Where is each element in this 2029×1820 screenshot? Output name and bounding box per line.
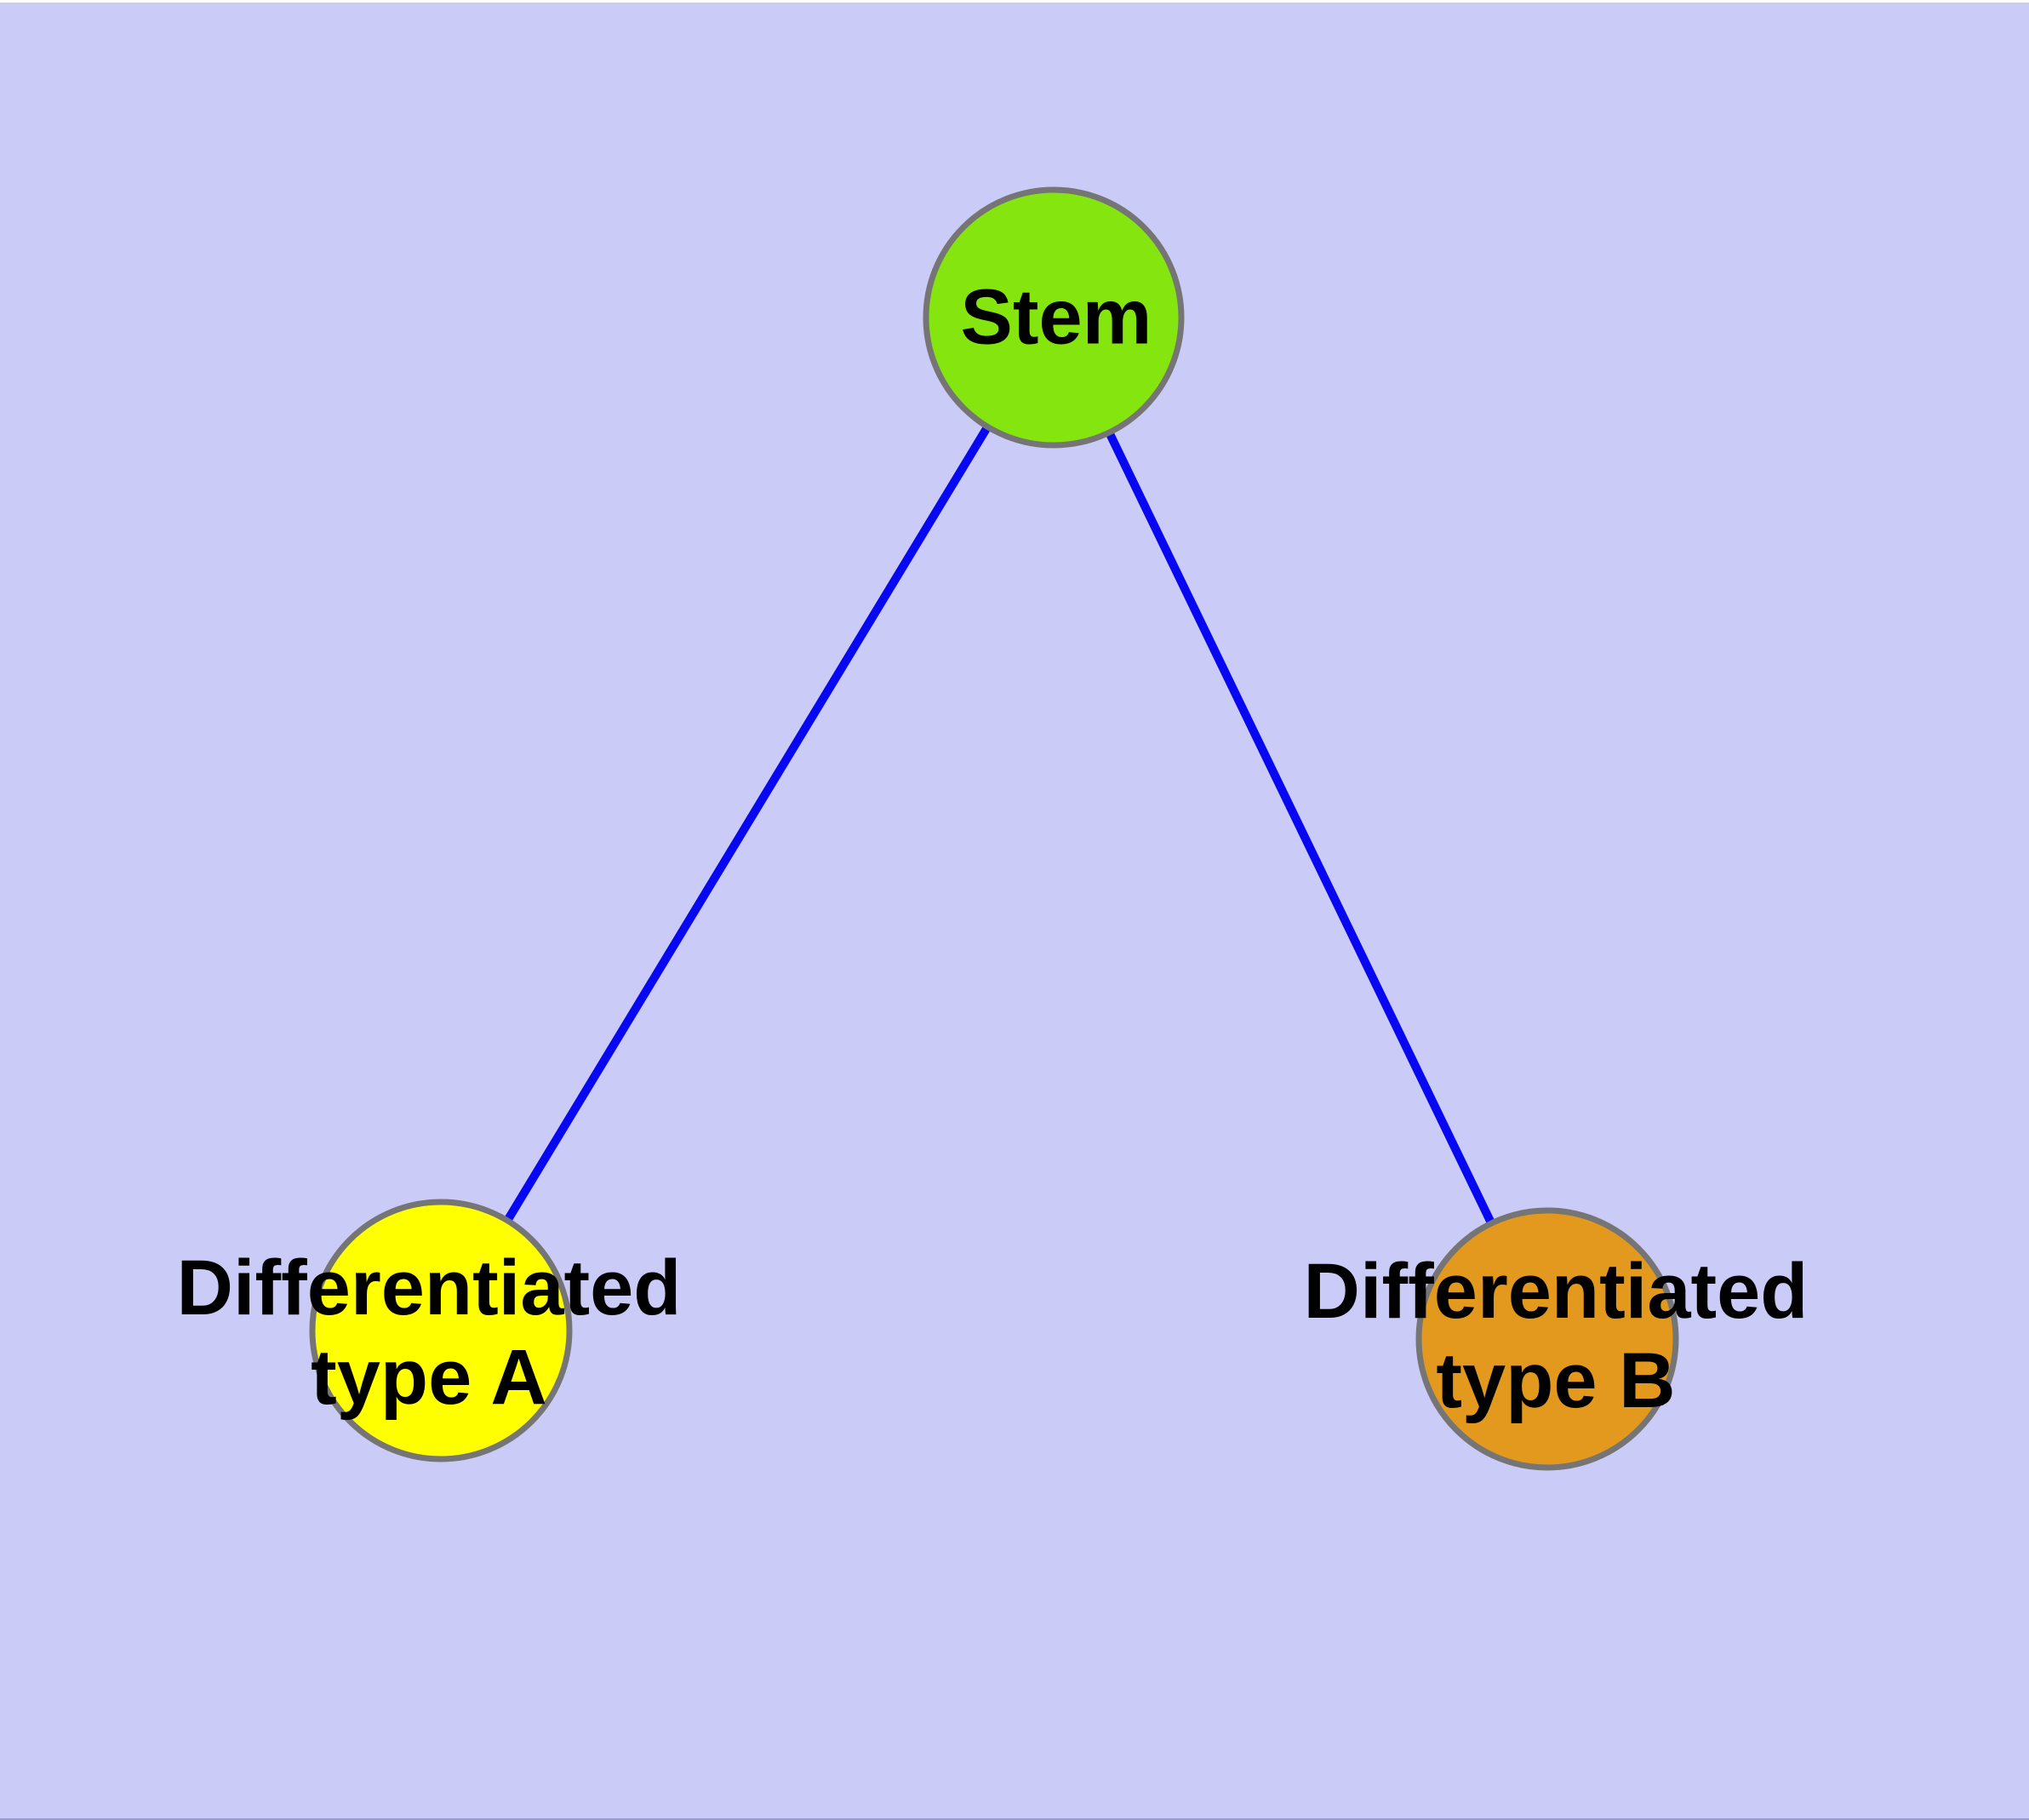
- node-stem: [923, 186, 1185, 449]
- top-margin-strip: [0, 0, 2029, 3]
- bottom-edge-line: [0, 1818, 2029, 1820]
- node-differentiated-type-a: [309, 1199, 573, 1462]
- edge-stem-to-type-a: [437, 315, 1058, 1333]
- edge-stem-to-type-b: [1049, 315, 1552, 1342]
- node-differentiated-type-b: [1415, 1207, 1679, 1471]
